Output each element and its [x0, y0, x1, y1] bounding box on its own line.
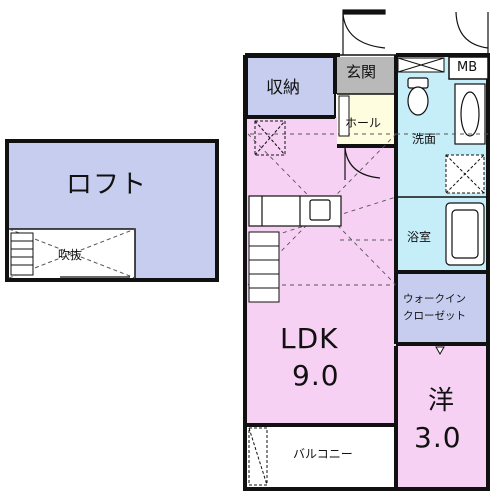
- balcony-window: [248, 427, 268, 486]
- mb-box: [448, 56, 489, 80]
- wash-door: [455, 11, 489, 55]
- ldk-stairs: [248, 231, 280, 303]
- room-label-closet-2: クローゼット: [403, 310, 466, 322]
- western-door-marker: [435, 346, 445, 356]
- room-label-western-size: 3.0: [414, 421, 462, 454]
- room-label-entrance: 玄関: [346, 63, 377, 81]
- bathtub: [445, 202, 485, 266]
- room-label-balcony: バルコニー: [293, 447, 353, 461]
- entrance-floor: [337, 57, 394, 94]
- room-label-ldk-size: 9.0: [292, 359, 340, 392]
- room-label-closet-1: ウォークイン: [403, 293, 466, 305]
- kitchen-counter: [248, 195, 342, 227]
- loft-area: [5, 139, 219, 282]
- thin-walls: [337, 54, 488, 198]
- entrance-door: [342, 9, 386, 55]
- room-label-void: 吹抜: [58, 248, 83, 262]
- shoe-cabinet: [338, 95, 350, 137]
- ldk-skylight: [254, 120, 286, 156]
- washing-machine: [445, 154, 485, 194]
- hall-door: [344, 147, 381, 180]
- room-label-ldk-name: LDK: [280, 322, 339, 355]
- washbasin: [454, 83, 486, 145]
- walls: [243, 53, 490, 491]
- loft-ladder: [10, 232, 34, 276]
- room-label-bath: 浴室: [407, 230, 432, 244]
- loft-window: [60, 276, 130, 282]
- room-label-storage: 収納: [266, 78, 300, 98]
- room-label-loft: ロフト: [66, 170, 148, 200]
- balcony-floor: [245, 425, 397, 489]
- room-label-western-name: 洋: [428, 386, 456, 416]
- wash-cabinet: [397, 57, 445, 73]
- western-floor: [397, 346, 488, 489]
- room-label-mb: MB: [457, 60, 478, 75]
- room-label-washroom: 洗面: [412, 132, 437, 146]
- room-label-hall: ホール: [345, 116, 382, 130]
- toilet: [407, 77, 429, 116]
- closet-floor: [396, 272, 488, 344]
